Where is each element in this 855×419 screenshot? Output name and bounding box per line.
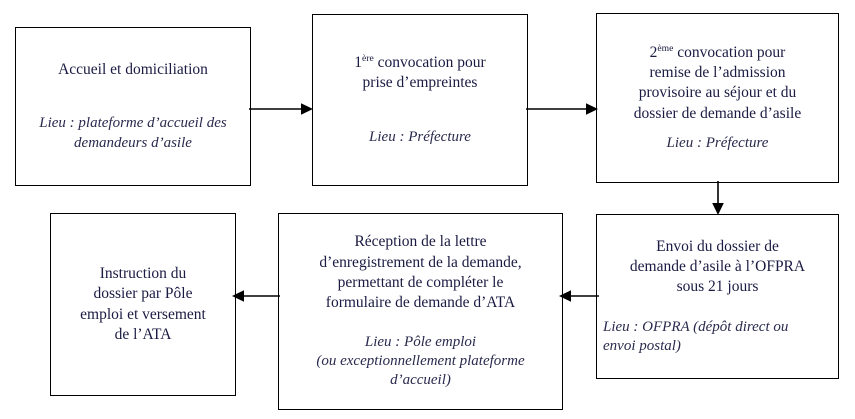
node-reception-place: Lieu : Pôle emploi (ou exceptionnellemen…: [316, 334, 525, 389]
arrow-left-icon: [559, 290, 599, 302]
node-reception-title: Réception de la lettre d’enregistrement …: [319, 233, 522, 311]
node-convocation2-title-rest: convocation pour remise de l’admission p…: [633, 44, 802, 122]
arrow-down-icon: [712, 181, 724, 215]
node-accueil-title: Accueil et domiciliation: [58, 61, 208, 79]
node-deuxieme-convocation[interactable]: 2ème convocation pour remise de l’admiss…: [596, 13, 839, 183]
node-convocation2-place: Lieu : Préfecture: [666, 134, 769, 151]
node-convocation1-ordinal-suffix: ère: [362, 53, 374, 65]
node-instruction-title: Instruction du dossier par Pôle emploi e…: [80, 265, 206, 343]
node-premiere-convocation[interactable]: 1ère convocation pour prise d’empreintes…: [312, 14, 528, 186]
node-envoi-dossier-ofpra[interactable]: Envoi du dossier de demande d’asile à l’…: [596, 214, 839, 379]
arrow-right-icon: [249, 103, 313, 115]
node-instruction-dossier-pole-emploi[interactable]: Instruction du dossier par Pôle emploi e…: [50, 213, 236, 396]
node-envoi-place: Lieu : OFPRA (dépôt direct ou envoi post…: [603, 318, 789, 354]
node-accueil-et-domiciliation[interactable]: Accueil et domiciliation Lieu : platefor…: [15, 27, 251, 186]
edge-envoi-to-reception: [559, 287, 601, 305]
node-convocation1-title-rest: convocation pour prise d’empreintes: [362, 54, 486, 92]
edge-convocation1-to-convocation2: [526, 100, 600, 118]
node-convocation1-number: 1: [354, 54, 363, 72]
edge-reception-to-instruction: [232, 287, 282, 305]
node-envoi-title: Envoi du dossier de demande d’asile à l’…: [629, 238, 806, 296]
edge-convocation2-to-envoi: [709, 181, 729, 217]
node-convocation2-ordinal-suffix: ème: [657, 42, 674, 54]
node-convocation1-title: 1ère convocation pour prise d’empreintes: [354, 53, 485, 93]
edge-accueil-to-convocation1: [249, 100, 315, 118]
node-reception-lettre-enregistrement[interactable]: Réception de la lettre d’enregistrement …: [278, 213, 563, 410]
arrow-left-icon: [232, 290, 280, 302]
arrow-right-icon: [526, 103, 598, 115]
node-convocation2-title: 2ème convocation pour remise de l’admiss…: [634, 43, 801, 124]
node-convocation2-number: 2: [649, 44, 658, 62]
node-convocation1-place: Lieu : Préfecture: [369, 128, 471, 145]
node-accueil-place: Lieu : plateforme d’accueil des demandeu…: [39, 115, 227, 151]
